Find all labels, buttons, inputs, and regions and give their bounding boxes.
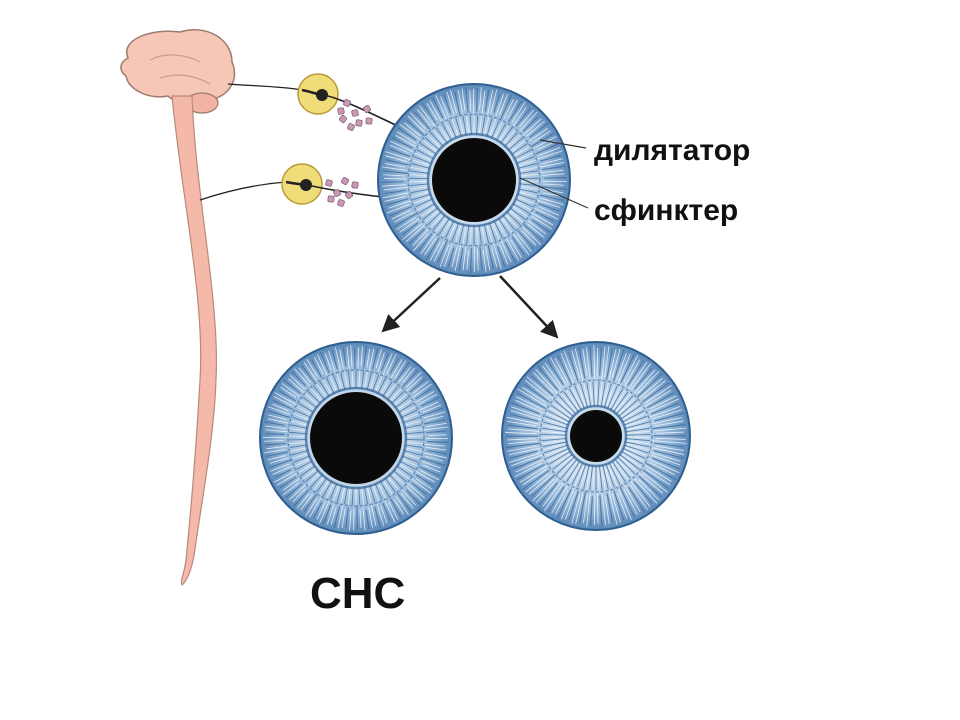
neurotransmitter-granules bbox=[337, 99, 373, 131]
dilator-leader-line bbox=[539, 139, 587, 149]
arrow-icon bbox=[381, 277, 441, 333]
nerve-fiber-upper bbox=[227, 83, 303, 91]
pupil bbox=[432, 138, 516, 222]
sphincter-leader-line bbox=[519, 177, 589, 209]
arrow-icon bbox=[499, 275, 559, 339]
iris-icon bbox=[501, 341, 691, 531]
nerve-fiber-lower bbox=[199, 181, 287, 201]
iris-icon bbox=[377, 83, 571, 277]
spinal-cord-icon bbox=[171, 95, 218, 586]
dilator-label: дилятатор bbox=[594, 134, 750, 167]
brain-icon bbox=[120, 29, 236, 114]
pupil bbox=[310, 392, 402, 484]
pupil bbox=[570, 410, 622, 462]
ganglion-icon bbox=[297, 73, 339, 115]
iris-icon bbox=[259, 341, 453, 535]
neurotransmitter-granules bbox=[325, 177, 359, 207]
caption-label: СНС bbox=[310, 569, 405, 618]
sphincter-label: сфинктер bbox=[594, 194, 738, 227]
ganglion-icon bbox=[281, 163, 323, 205]
